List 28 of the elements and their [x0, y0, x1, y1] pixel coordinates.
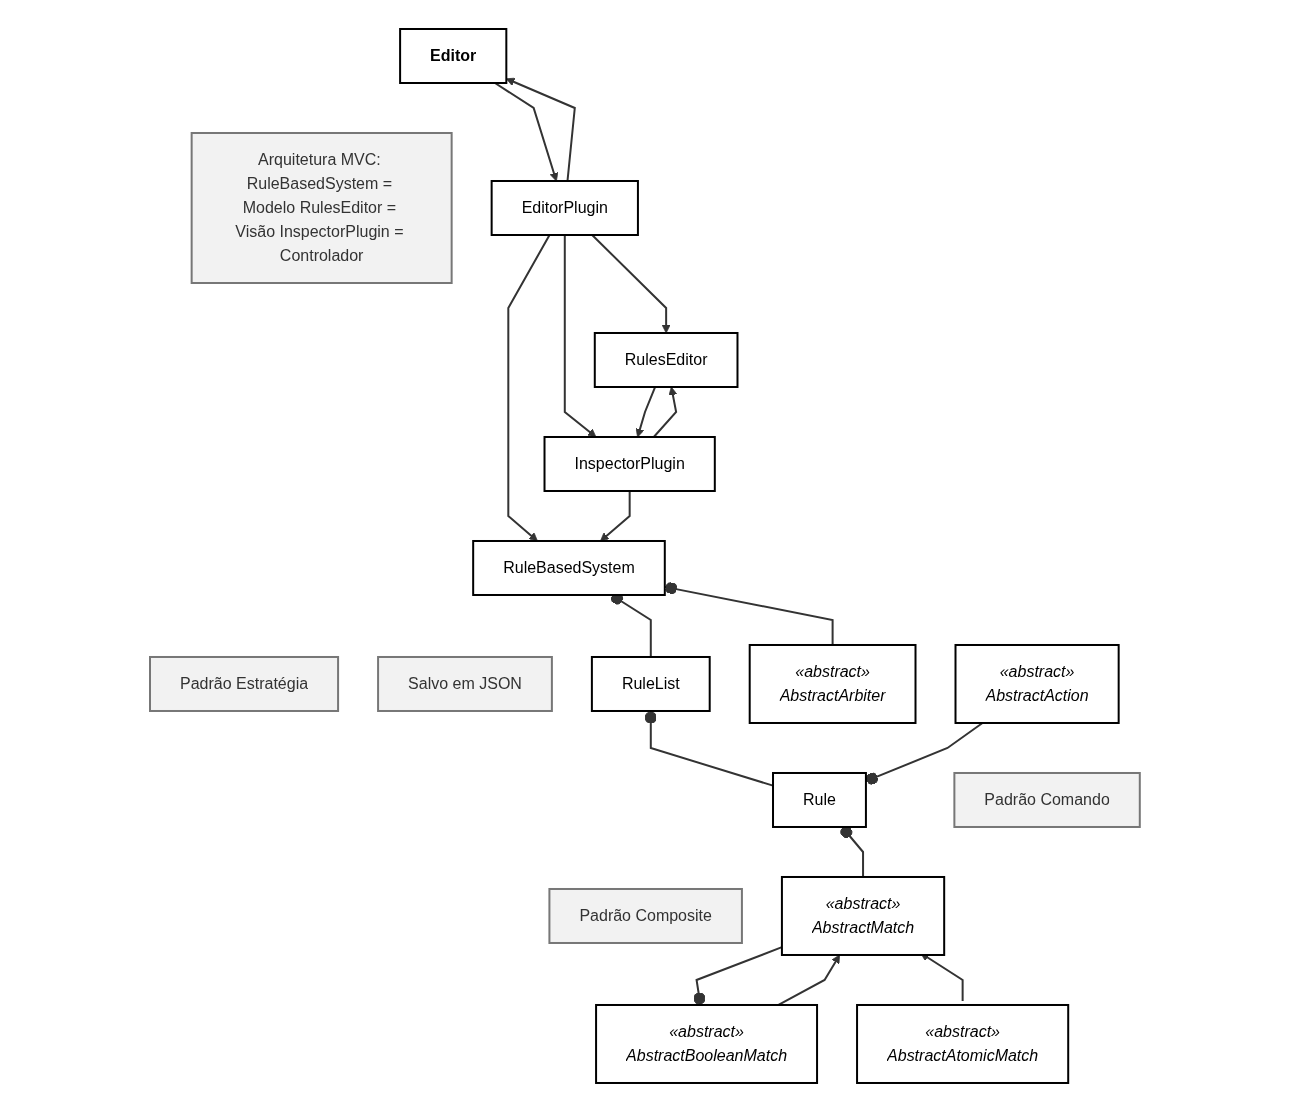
- arrow: [635, 385, 657, 437]
- node-box: RuleBasedSystem: [472, 539, 666, 596]
- node-box: «abstract» AbstractAtomicMatch: [856, 1003, 1070, 1084]
- arrow: [600, 489, 631, 541]
- node-box: RuleList: [591, 655, 711, 712]
- connector: [693, 945, 783, 1006]
- arrow: [777, 954, 841, 1006]
- node-box: Padrão Composite: [548, 887, 743, 944]
- node-box: «abstract» AbstractArbiter: [748, 643, 917, 724]
- node-box: EditorPlugin: [490, 179, 639, 236]
- node-box: Editor: [399, 27, 508, 84]
- node-box: «abstract» AbstractAction: [954, 643, 1120, 724]
- arrow: [591, 233, 671, 333]
- connector: [840, 825, 865, 878]
- node-box: RulesEditor: [593, 331, 739, 388]
- arrow: [494, 81, 559, 181]
- arrow: [652, 386, 678, 438]
- node-box: «abstract» AbstractMatch: [781, 875, 946, 956]
- arrow: [506, 77, 576, 182]
- arrow: [507, 233, 551, 541]
- node-box: Padrão Comando: [953, 771, 1141, 828]
- node-box: InspectorPlugin: [543, 435, 716, 492]
- arrow: [563, 233, 597, 437]
- node-box: Salvo em JSON: [377, 655, 553, 712]
- node-box: Rule: [772, 771, 867, 828]
- node-box: «abstract» AbstractBooleanMatch: [595, 1003, 819, 1084]
- node-box: Arquitetura MVC: RuleBasedSystem = Modelo RulesEditor = Visão InspectorPlugin = Controlador: [190, 131, 453, 284]
- node-box: Padrão Estratégia: [149, 655, 340, 712]
